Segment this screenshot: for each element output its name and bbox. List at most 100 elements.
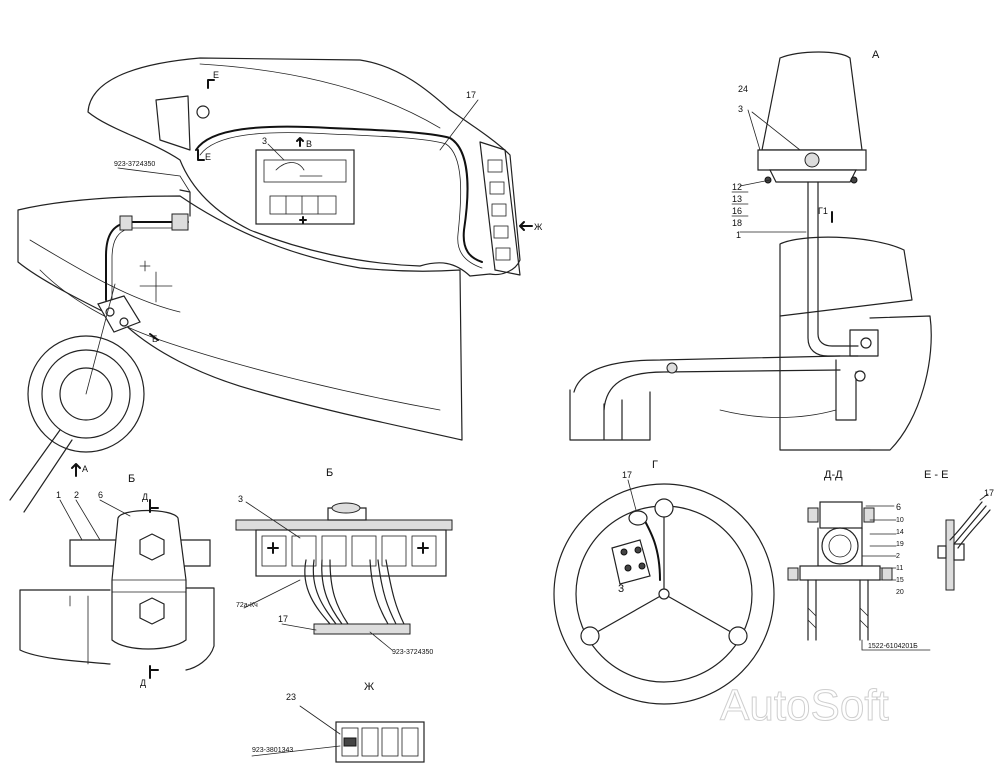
callout-24: 24 [738, 84, 748, 94]
section-ee [937, 493, 991, 591]
relay-arrow-mark [299, 216, 307, 224]
center-mark-1 [139, 271, 173, 303]
spoke-bolt-right [728, 626, 748, 646]
relay-block-body [255, 529, 447, 577]
zh-pin-3 [381, 727, 399, 757]
callout-2-bracket: 2 [74, 490, 79, 500]
beacon-post-inner [817, 181, 859, 347]
relay-harness-bundle [313, 623, 411, 635]
leader-2-11-15 [861, 555, 897, 581]
dd-clamp-body [817, 527, 863, 567]
relay-wires [304, 559, 405, 625]
housing-body [779, 236, 913, 317]
label-g1: Г1 [818, 206, 828, 216]
label-view-g: Г [652, 459, 658, 471]
bracket-edge [69, 595, 89, 665]
fender-inner [39, 269, 441, 411]
harness-17 [195, 125, 483, 263]
label-cut-d-bottom: Д [140, 678, 146, 688]
relay-plus-left [267, 542, 279, 554]
leader-17-section [281, 623, 317, 631]
beacon-dome [761, 51, 863, 151]
leader-17-g [627, 479, 637, 511]
label-arrow-zh: Ж [534, 222, 543, 232]
arrow-b-main [149, 333, 159, 341]
dd-pipe-bore [828, 534, 852, 558]
arm-bracket [97, 295, 141, 333]
leader-23 [299, 705, 341, 735]
mirror-outer [27, 335, 145, 453]
section-b-relay [235, 501, 453, 651]
ee-clip [953, 543, 965, 561]
zh-pin-1 [341, 727, 359, 757]
mirror-rim [41, 349, 131, 439]
arrow-v-main [296, 137, 304, 147]
callout-19: 19 [896, 541, 904, 548]
callout-23: 23 [286, 692, 296, 702]
beacon-center-screw [804, 152, 820, 168]
dd-bolt-nut [881, 567, 893, 581]
rail-frame [569, 389, 651, 441]
dd-bolt-plate [799, 565, 881, 581]
housing-curve [719, 409, 837, 418]
cab-inner-line [199, 63, 441, 129]
relay-bottom-row [269, 195, 337, 215]
upper-mount-bolt [196, 105, 210, 119]
callout-15: 15 [896, 577, 904, 584]
arrow-a-main [71, 463, 81, 477]
harness-drop [179, 189, 191, 217]
leader-connector-zh [251, 745, 341, 757]
detail-b-bracket [19, 499, 215, 679]
callout-17-g: 17 [622, 470, 632, 480]
label-detail-b: Б [128, 473, 135, 485]
rail-top [573, 355, 841, 393]
ee-wires [949, 501, 991, 549]
callout-12: 12 [732, 182, 742, 192]
mirror-inner [59, 367, 113, 421]
housing-bottom [779, 359, 871, 451]
leader-17-ee [979, 493, 989, 501]
part-number-harness-main: 923-3724350 [114, 161, 155, 168]
leader-24 [751, 111, 801, 151]
leader-2-bracket [75, 499, 101, 541]
label-section-ee: Е - Е [924, 469, 948, 481]
view-g [553, 479, 775, 705]
relay-top-row [263, 159, 347, 183]
callout-14: 14 [896, 529, 904, 536]
label-view-zh: Ж [364, 681, 374, 693]
zh-pin-1-fill [343, 737, 357, 747]
part-number-harness-section: 923-3724350 [392, 649, 433, 656]
dd-clamp-top [819, 501, 863, 529]
callout-13: 13 [732, 194, 742, 204]
mirror-stalk [9, 429, 73, 513]
lamp-base-outer [553, 483, 775, 705]
pipe-clamp-top [171, 213, 189, 231]
cut-d-bottom-arrow [149, 665, 159, 679]
callout-6-bracket: 6 [98, 490, 103, 500]
label-arrow-b: Б [152, 334, 158, 344]
upper-housing [155, 95, 191, 151]
callout-17-ee: 17 [984, 488, 994, 498]
leader-bolt-dd [861, 639, 931, 651]
zh-pin-4 [401, 727, 419, 757]
relay-plus-right [417, 542, 429, 554]
dd-bolt-head [787, 567, 799, 581]
label-arrow-a: A [82, 464, 88, 474]
leader-1-bracket [59, 499, 83, 541]
bracket-bolt-top [139, 533, 165, 561]
lamp-terminal-block [611, 539, 651, 585]
pipe-arm-inner [111, 227, 189, 301]
mount-bracket-a [849, 329, 879, 357]
leader-harness-section [369, 631, 393, 651]
callout-3-lamp: 3 [738, 104, 743, 114]
label-cut-e-top: Е [213, 70, 219, 80]
relay-wire [275, 162, 323, 177]
leader-3-main [267, 143, 285, 161]
watermark: AutoSoft [720, 681, 889, 730]
section-dd [787, 501, 931, 651]
callout-3-main: 3 [262, 136, 267, 146]
relay-box [255, 149, 355, 225]
ee-nut [937, 545, 947, 559]
